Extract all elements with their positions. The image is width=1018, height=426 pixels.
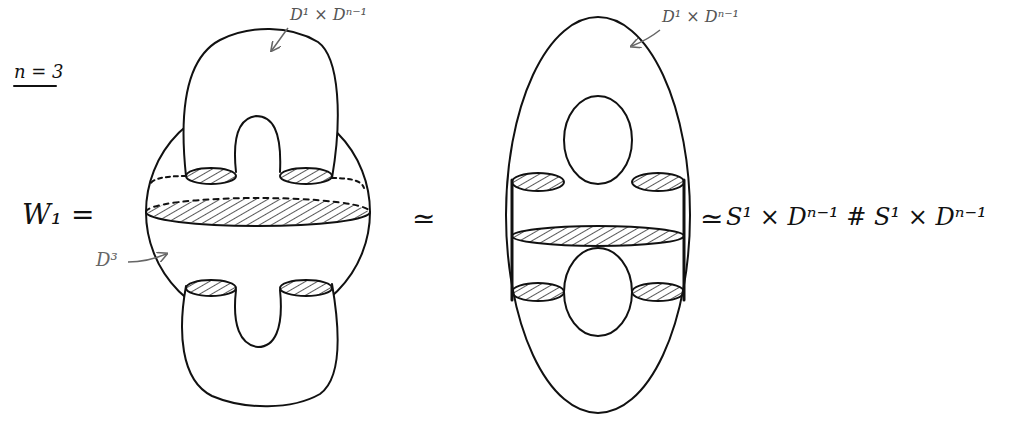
equivalence-symbol: ≃ bbox=[412, 204, 435, 235]
attach-disk bbox=[632, 283, 684, 301]
attach-disk bbox=[186, 280, 236, 296]
handle-hole bbox=[235, 116, 280, 172]
attach-disk bbox=[186, 168, 236, 184]
equator-disk bbox=[148, 199, 368, 225]
body-edge bbox=[511, 180, 514, 300]
equation-lhs: W₁ = bbox=[22, 200, 94, 231]
handlebody bbox=[506, 17, 690, 413]
part-label: D¹ × Dⁿ⁻¹ bbox=[662, 8, 739, 26]
handle-hole bbox=[235, 290, 281, 347]
leader-line bbox=[272, 28, 288, 50]
hole bbox=[564, 96, 632, 184]
equation-rhs: S¹ × Dⁿ⁻¹ # S¹ × Dⁿ⁻¹ bbox=[726, 204, 987, 230]
part-label: D¹ × Dⁿ⁻¹ bbox=[290, 6, 367, 24]
attach-disk bbox=[632, 173, 684, 191]
handle-top bbox=[183, 29, 337, 178]
equator-front bbox=[146, 212, 370, 226]
attach-disk bbox=[512, 283, 564, 301]
leader-line bbox=[632, 30, 660, 46]
leader-line bbox=[128, 254, 166, 262]
attach-disk bbox=[512, 226, 684, 246]
part-label: D³ bbox=[96, 250, 118, 270]
hole bbox=[564, 248, 632, 336]
parameter-note: n = 3 bbox=[14, 62, 64, 82]
attach-disk bbox=[280, 280, 332, 296]
handle-bottom bbox=[182, 284, 338, 406]
equivalence-symbol: ≃ bbox=[700, 204, 723, 235]
underline bbox=[14, 85, 56, 87]
hidden-edge bbox=[150, 176, 186, 186]
attach-disk bbox=[512, 173, 564, 191]
hidden-edge bbox=[332, 178, 364, 188]
attach-disk bbox=[280, 168, 332, 184]
body-edge bbox=[683, 180, 686, 300]
